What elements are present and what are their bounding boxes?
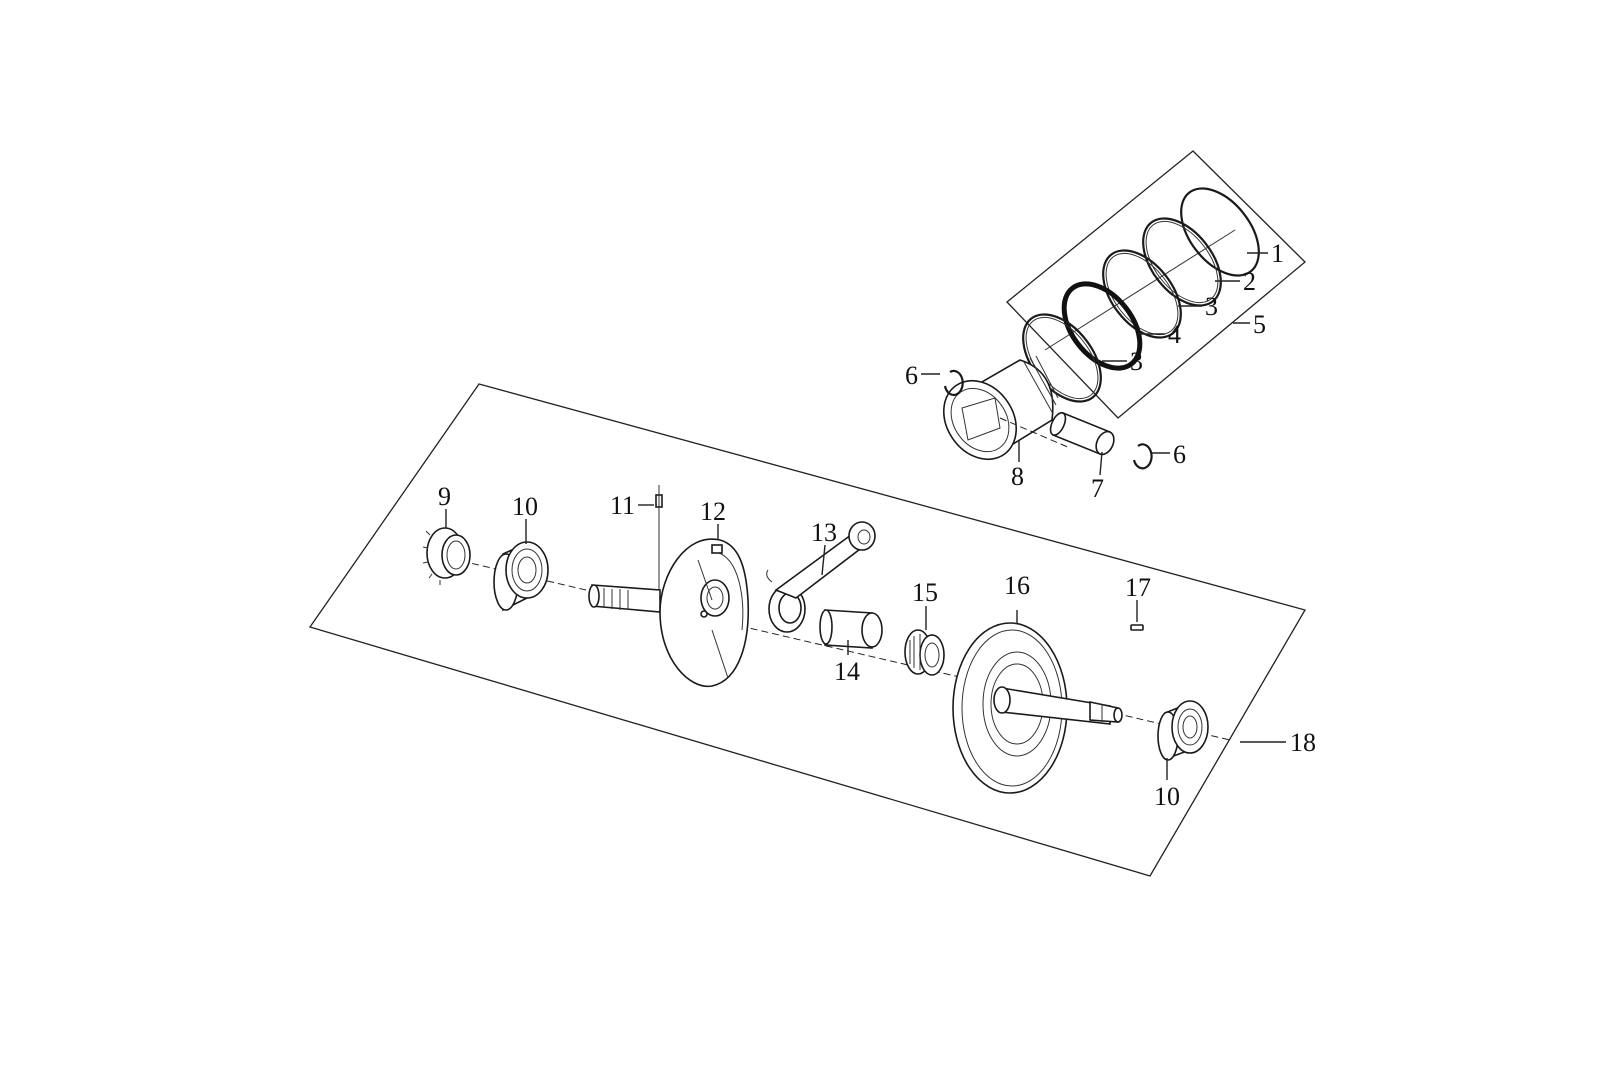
callout-13: 13: [811, 518, 837, 547]
callout-16: 16: [1004, 571, 1030, 600]
callout-11: 11: [610, 491, 635, 520]
ball-bearing-left: [493, 541, 549, 612]
callout-10-right: 10: [1154, 782, 1180, 811]
callout-9: 9: [438, 482, 451, 511]
callout-6-right: 6: [1173, 440, 1186, 469]
callout-4: 4: [1168, 320, 1181, 349]
crankshaft-assembly-frame: [308, 383, 1306, 877]
circlip-right: [1132, 443, 1153, 470]
callout-3-upper: 3: [1205, 292, 1218, 321]
piston-ring-1: [1180, 187, 1260, 277]
callout-15: 15: [912, 578, 938, 607]
connecting-rod: [766, 521, 876, 633]
callout-1: 1: [1271, 239, 1284, 268]
leader-lines: [445, 252, 1286, 780]
piston-ring-4: [1061, 281, 1143, 371]
crankshaft-left-half: [588, 538, 750, 688]
pin-axis-line: [999, 417, 1071, 449]
callout-8: 8: [1011, 462, 1024, 491]
callout-labels: 1 2 3 4 3 5 6 6 7 8 9 10 11 12 13 14 15 …: [438, 239, 1316, 811]
callout-17: 17: [1125, 573, 1151, 602]
crank-pin: [819, 609, 883, 649]
callout-5: 5: [1253, 310, 1266, 339]
piston: [942, 355, 1059, 461]
callout-14: 14: [834, 657, 860, 686]
callout-12: 12: [700, 497, 726, 526]
piston-pin: [1049, 411, 1115, 456]
woodruff-key: [1130, 624, 1144, 631]
callout-2: 2: [1243, 267, 1256, 296]
circlip-left: [943, 369, 964, 396]
piston-ring-set-frame: [1006, 150, 1306, 419]
piston-ring-3-upper: [1102, 249, 1182, 339]
piston-ring-2: [1142, 217, 1222, 307]
callout-10-left: 10: [512, 492, 538, 521]
callout-6-left: 6: [905, 361, 918, 390]
callout-18: 18: [1290, 728, 1316, 757]
callout-7: 7: [1091, 474, 1104, 503]
ball-bearing-right: [1157, 700, 1209, 761]
timing-sprocket: [422, 527, 471, 585]
crankshaft-right-half: [952, 622, 1123, 794]
callout-3-lower: 3: [1130, 347, 1143, 376]
needle-roller-bearing: [904, 629, 945, 676]
